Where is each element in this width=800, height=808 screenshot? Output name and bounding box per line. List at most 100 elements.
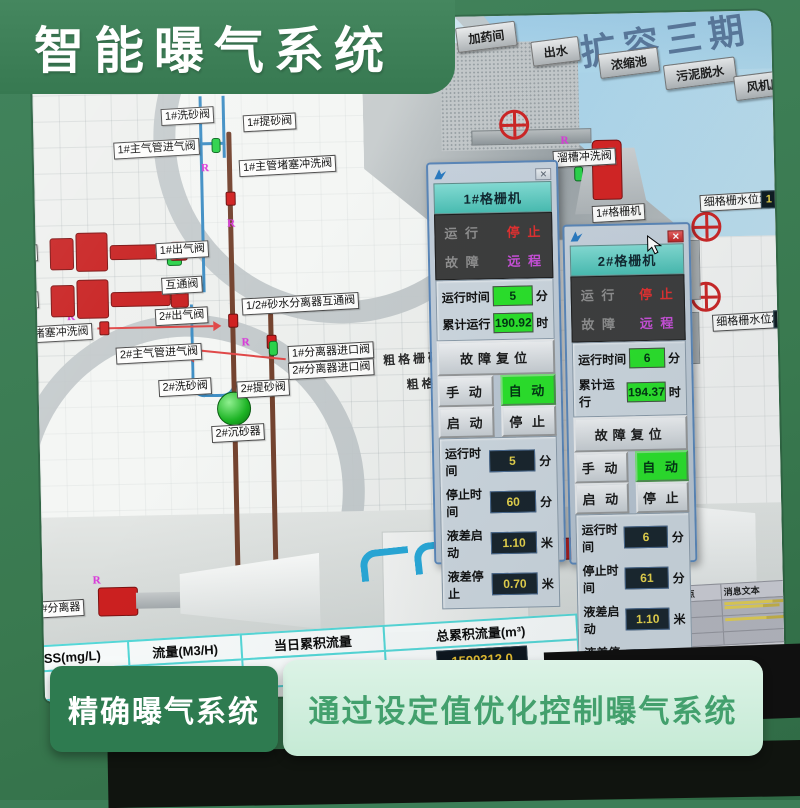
label-sand-lift-valve-2: 2#提砂阀 [236, 378, 291, 399]
dialog-title: 1#格栅机 [433, 180, 553, 215]
bottom-right-banner: 通过设定值优化控制曝气系统 [283, 660, 763, 756]
label-sand-lift-valve-1: 1#提砂阀 [242, 112, 297, 133]
run-status-label: 运 行 [444, 225, 481, 242]
remote-marker: R [241, 336, 250, 349]
remote-marker: R [227, 217, 236, 230]
runtime-label: 运行时间 [577, 351, 627, 367]
label-chute-flush-valve: 溜槽冲洗阀 [552, 147, 617, 169]
stop-button[interactable]: 停 止 [500, 404, 557, 438]
label-sand-wash-valve-2: 2#洗砂阀 [158, 377, 213, 398]
mouse-cursor [646, 234, 665, 260]
set-runtime-label: 运行时间 [581, 522, 618, 555]
auto-button[interactable]: 自 动 [634, 450, 689, 483]
total-runtime-unit: 时 [536, 315, 549, 330]
label-bar-screen-1[interactable]: 1#格栅机 [591, 203, 646, 224]
run-status-value: 停 止 [638, 286, 675, 303]
fine-screen-level-1-value: 1 [760, 189, 785, 209]
level-start-unit: 米 [540, 535, 554, 550]
runtime-unit: 分 [667, 350, 681, 366]
fine-screen-level-2-value [773, 309, 785, 329]
level-start-label: 液差启动 [446, 528, 483, 561]
status-panel: 运 行 停 止 故 障 远 程 [570, 274, 686, 343]
bottom-left-banner-title: 精确曝气系统 [68, 696, 260, 729]
total-runtime-value: 190.92 [493, 312, 534, 334]
set-runtime-unit: 分 [671, 529, 684, 545]
remote-marker: R [200, 162, 210, 175]
total-runtime-label: 累计运行 [442, 316, 491, 332]
manual-button[interactable]: 手 动 [437, 375, 494, 408]
green-valve-separator-inlet [268, 340, 278, 356]
total-runtime-label: 累计运行 [578, 377, 615, 410]
set-stoptime-field[interactable]: 61 [624, 566, 669, 590]
flush-arrow-head [213, 320, 222, 332]
label-sand-wash-valve-1: 1#洗砂阀 [160, 106, 215, 127]
runtime-value: 6 [628, 347, 666, 369]
level-stop-field[interactable]: 0.70 [491, 572, 539, 596]
red-valve-1 [225, 191, 236, 206]
dialog-title: 2#格栅机 [569, 243, 685, 277]
set-stoptime-unit: 分 [539, 494, 553, 509]
runtime-value: 5 [492, 285, 533, 307]
set-stoptime-unit: 分 [672, 570, 685, 586]
runtime-unit: 分 [535, 288, 548, 303]
label-air-outlet-valve-1: 1#出气阀 [155, 240, 210, 261]
label-separator-2: 2#分离器 [31, 598, 85, 619]
set-stoptime-label: 停止时间 [582, 563, 619, 596]
remote-marker: R [92, 574, 101, 587]
run-status-value: 停 止 [506, 224, 543, 240]
set-stoptime-field[interactable]: 60 [490, 490, 537, 514]
top-banner: 智能曝气系统 [0, 0, 455, 94]
red-valve-4 [228, 313, 239, 328]
bottom-left-banner: 精确曝气系统 [50, 666, 278, 752]
fault-reset-button[interactable]: 故障复位 [573, 415, 689, 453]
close-icon[interactable]: ✕ [667, 229, 684, 243]
level-stop-label: 液差停止 [447, 569, 484, 602]
set-stoptime-label: 停止时间 [445, 487, 483, 520]
start-button[interactable]: 启 动 [574, 482, 629, 515]
remote-marker: R [560, 134, 569, 147]
level-start-unit: 米 [673, 611, 686, 626]
start-button[interactable]: 启 动 [438, 406, 495, 439]
fault-status-value: 远 程 [507, 253, 544, 269]
manual-button[interactable]: 手 动 [574, 451, 629, 484]
label-grit-chamber-2: 2#沉砂器 [211, 423, 266, 444]
level-start-field[interactable]: 1.10 [491, 531, 538, 555]
dolphin-logo-icon [433, 167, 447, 185]
fault-status-label: 故 障 [444, 254, 481, 271]
dolphin-logo-icon [569, 229, 583, 247]
run-status-label: 运 行 [580, 287, 617, 304]
status-panel: 运 行 停 止 故 障 远 程 [434, 211, 554, 281]
fault-reset-button[interactable]: 故障复位 [436, 338, 556, 377]
bottom-right-banner-title: 通过设定值优化控制曝气系统 [308, 693, 738, 729]
valve-bracket [471, 128, 592, 146]
total-runtime-value: 194.37 [626, 381, 666, 403]
label-blower-2: 风机 [31, 291, 40, 310]
level-stop-unit: 米 [541, 576, 554, 591]
fault-status-value: 远 程 [639, 315, 676, 332]
auto-button[interactable]: 自 动 [499, 373, 557, 407]
green-valve-main-1 [211, 137, 221, 154]
level-start-field[interactable]: 1.10 [625, 607, 670, 631]
set-runtime-unit: 分 [539, 453, 552, 468]
label-air-outlet-valve-2: 2#出气阀 [154, 306, 209, 327]
set-runtime-label: 运行时间 [444, 446, 482, 479]
separator-2-motor [97, 586, 139, 617]
separator-2-shaft [135, 591, 181, 609]
level-start-label: 液差启动 [583, 604, 620, 637]
close-icon[interactable]: ✕ [535, 167, 552, 180]
fault-status-label: 故 障 [581, 316, 618, 333]
label-interconnect-valve: 互通阀 [161, 275, 203, 295]
top-banner-title: 智能曝气系统 [34, 23, 394, 79]
total-runtime-unit: 时 [668, 384, 681, 400]
set-runtime-field[interactable]: 5 [489, 449, 536, 473]
scada-screen: 扩容三期 加药间 出水 浓缩池 污泥脱水 风机房 R [31, 10, 785, 702]
red-valve-3 [99, 321, 110, 336]
set-runtime-field[interactable]: 6 [624, 525, 669, 549]
stop-button[interactable]: 停 止 [635, 481, 690, 514]
